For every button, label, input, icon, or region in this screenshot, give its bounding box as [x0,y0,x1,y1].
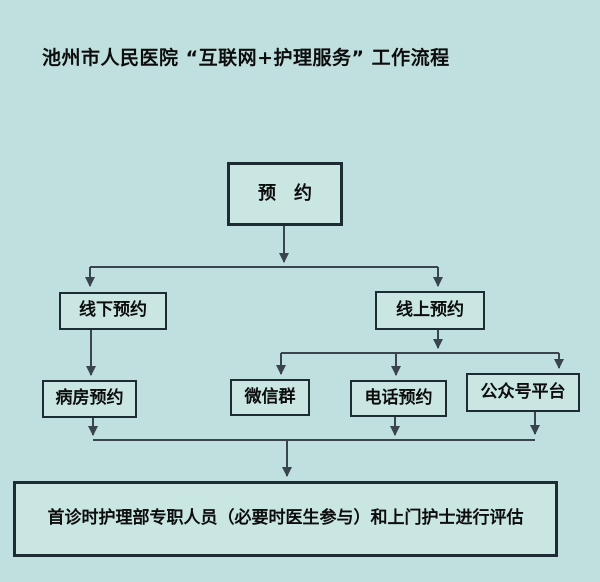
page-title: 池州市人民医院 “互联网+护理服务” 工作流程 [42,47,450,69]
node-label: 线上预约 [396,299,464,320]
node-official-account-platform: 公众号平台 [466,373,580,412]
node-online-appointment: 线上预约 [375,291,485,330]
node-label: 病房预约 [55,388,124,409]
node-label: 微信群 [244,386,296,407]
node-wechat-group: 微信群 [230,379,310,416]
node-assessment: 首诊时护理部专职人员（必要时医生参与）和上门护士进行评估 [13,481,558,557]
node-label: 预 约 [258,182,312,204]
node-label: 电话预约 [364,387,433,408]
node-label: 线下预约 [79,300,147,321]
node-offline-appointment: 线下预约 [59,292,167,330]
node-ward-appointment: 病房预约 [42,380,137,418]
node-label: 公众号平台 [480,381,566,402]
node-label: 首诊时护理部专职人员（必要时医生参与）和上门护士进行评估 [47,508,524,529]
node-appointment: 预 约 [227,162,343,226]
node-phone-appointment: 电话预约 [350,380,447,417]
